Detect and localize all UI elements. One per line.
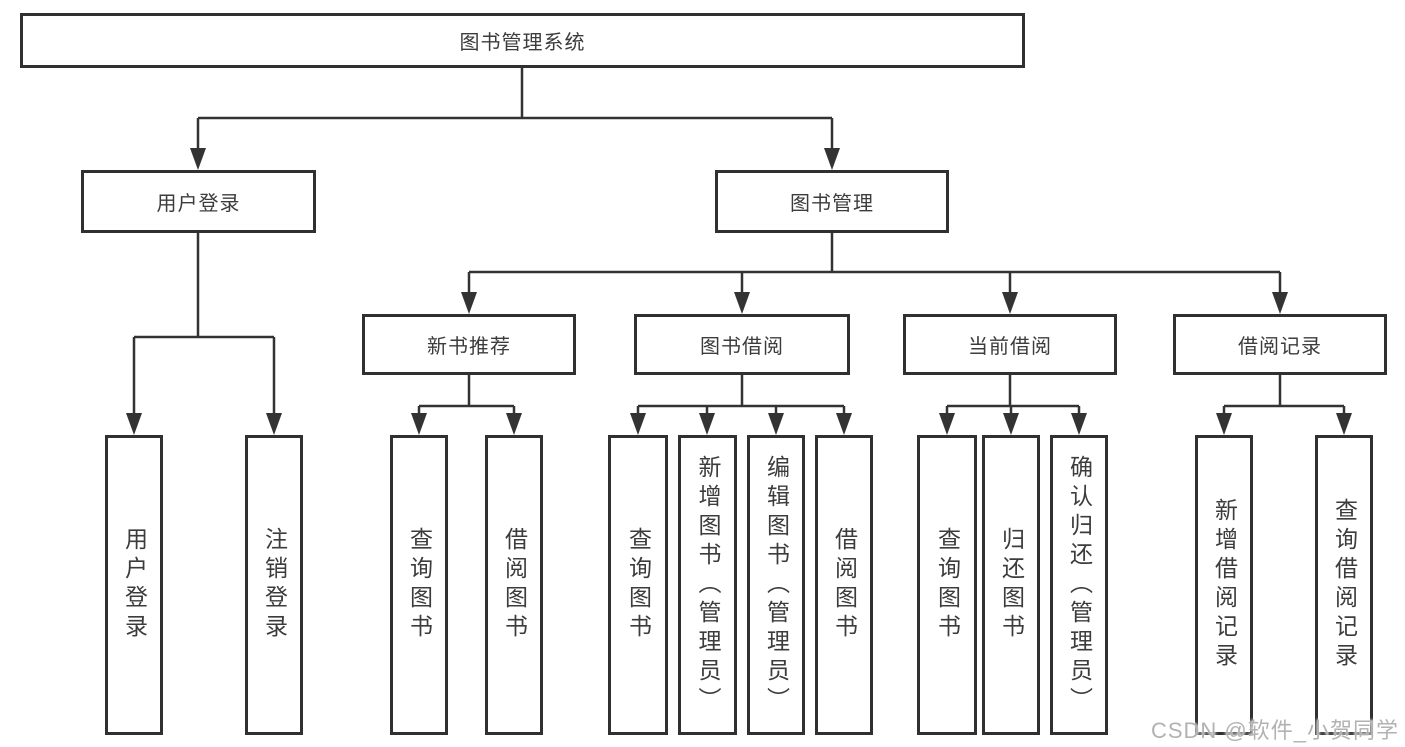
node-label: 图书管理 — [790, 193, 874, 215]
node-label: 查询图书 — [934, 527, 961, 643]
node-label: 编辑图书（管理员） — [763, 454, 790, 716]
node-label: 新书推荐 — [427, 336, 511, 358]
node-label: 借阅图书 — [831, 527, 858, 643]
leaf-logout-login: 注销登录 — [245, 435, 303, 735]
node-label: 查询图书 — [625, 527, 652, 643]
node-label: 归还图书 — [998, 527, 1025, 643]
node-root-system: 图书管理系统 — [20, 13, 1025, 68]
node-label: 确认归还（管理员） — [1066, 454, 1093, 716]
leaf-borrow-books: 借阅图书 — [815, 435, 873, 735]
leaf-query-books-borrow: 查询图书 — [608, 435, 668, 735]
node-borrow-records: 借阅记录 — [1173, 314, 1387, 375]
leaf-borrow-books-recommend: 借阅图书 — [485, 435, 543, 735]
node-new-book-recommend: 新书推荐 — [362, 314, 576, 375]
csdn-watermark: CSDN @软件_小贺同学 — [1150, 718, 1399, 743]
leaf-user-login: 用户登录 — [105, 435, 163, 735]
node-current-borrow: 当前借阅 — [903, 314, 1117, 375]
leaf-query-books-recommend: 查询图书 — [390, 435, 448, 735]
node-label: 查询图书 — [406, 527, 433, 643]
node-book-borrow: 图书借阅 — [634, 314, 850, 375]
leaf-query-borrow-record: 查询借阅记录 — [1315, 435, 1373, 735]
node-user-login-branch: 用户登录 — [81, 170, 316, 233]
leaf-add-borrow-record: 新增借阅记录 — [1195, 435, 1253, 735]
node-root-label: 图书管理系统 — [459, 32, 586, 54]
node-label: 借阅记录 — [1238, 336, 1322, 358]
node-label: 用户登录 — [156, 193, 241, 215]
leaf-add-books-admin: 新增图书（管理员） — [678, 435, 737, 735]
node-label: 新增借阅记录 — [1211, 498, 1238, 672]
node-label: 图书借阅 — [700, 336, 784, 358]
node-book-management-branch: 图书管理 — [715, 170, 949, 233]
node-label: 用户登录 — [121, 527, 148, 643]
node-label: 注销登录 — [261, 527, 288, 643]
leaf-return-books: 归还图书 — [982, 435, 1040, 735]
node-label: 当前借阅 — [968, 336, 1052, 358]
leaf-query-books-current: 查询图书 — [917, 435, 977, 735]
node-label: 借阅图书 — [501, 527, 528, 643]
leaf-confirm-return-admin: 确认归还（管理员） — [1050, 435, 1108, 735]
node-label: 查询借阅记录 — [1331, 498, 1358, 672]
leaf-edit-books-admin: 编辑图书（管理员） — [747, 435, 805, 735]
node-label: 新增图书（管理员） — [695, 454, 721, 716]
